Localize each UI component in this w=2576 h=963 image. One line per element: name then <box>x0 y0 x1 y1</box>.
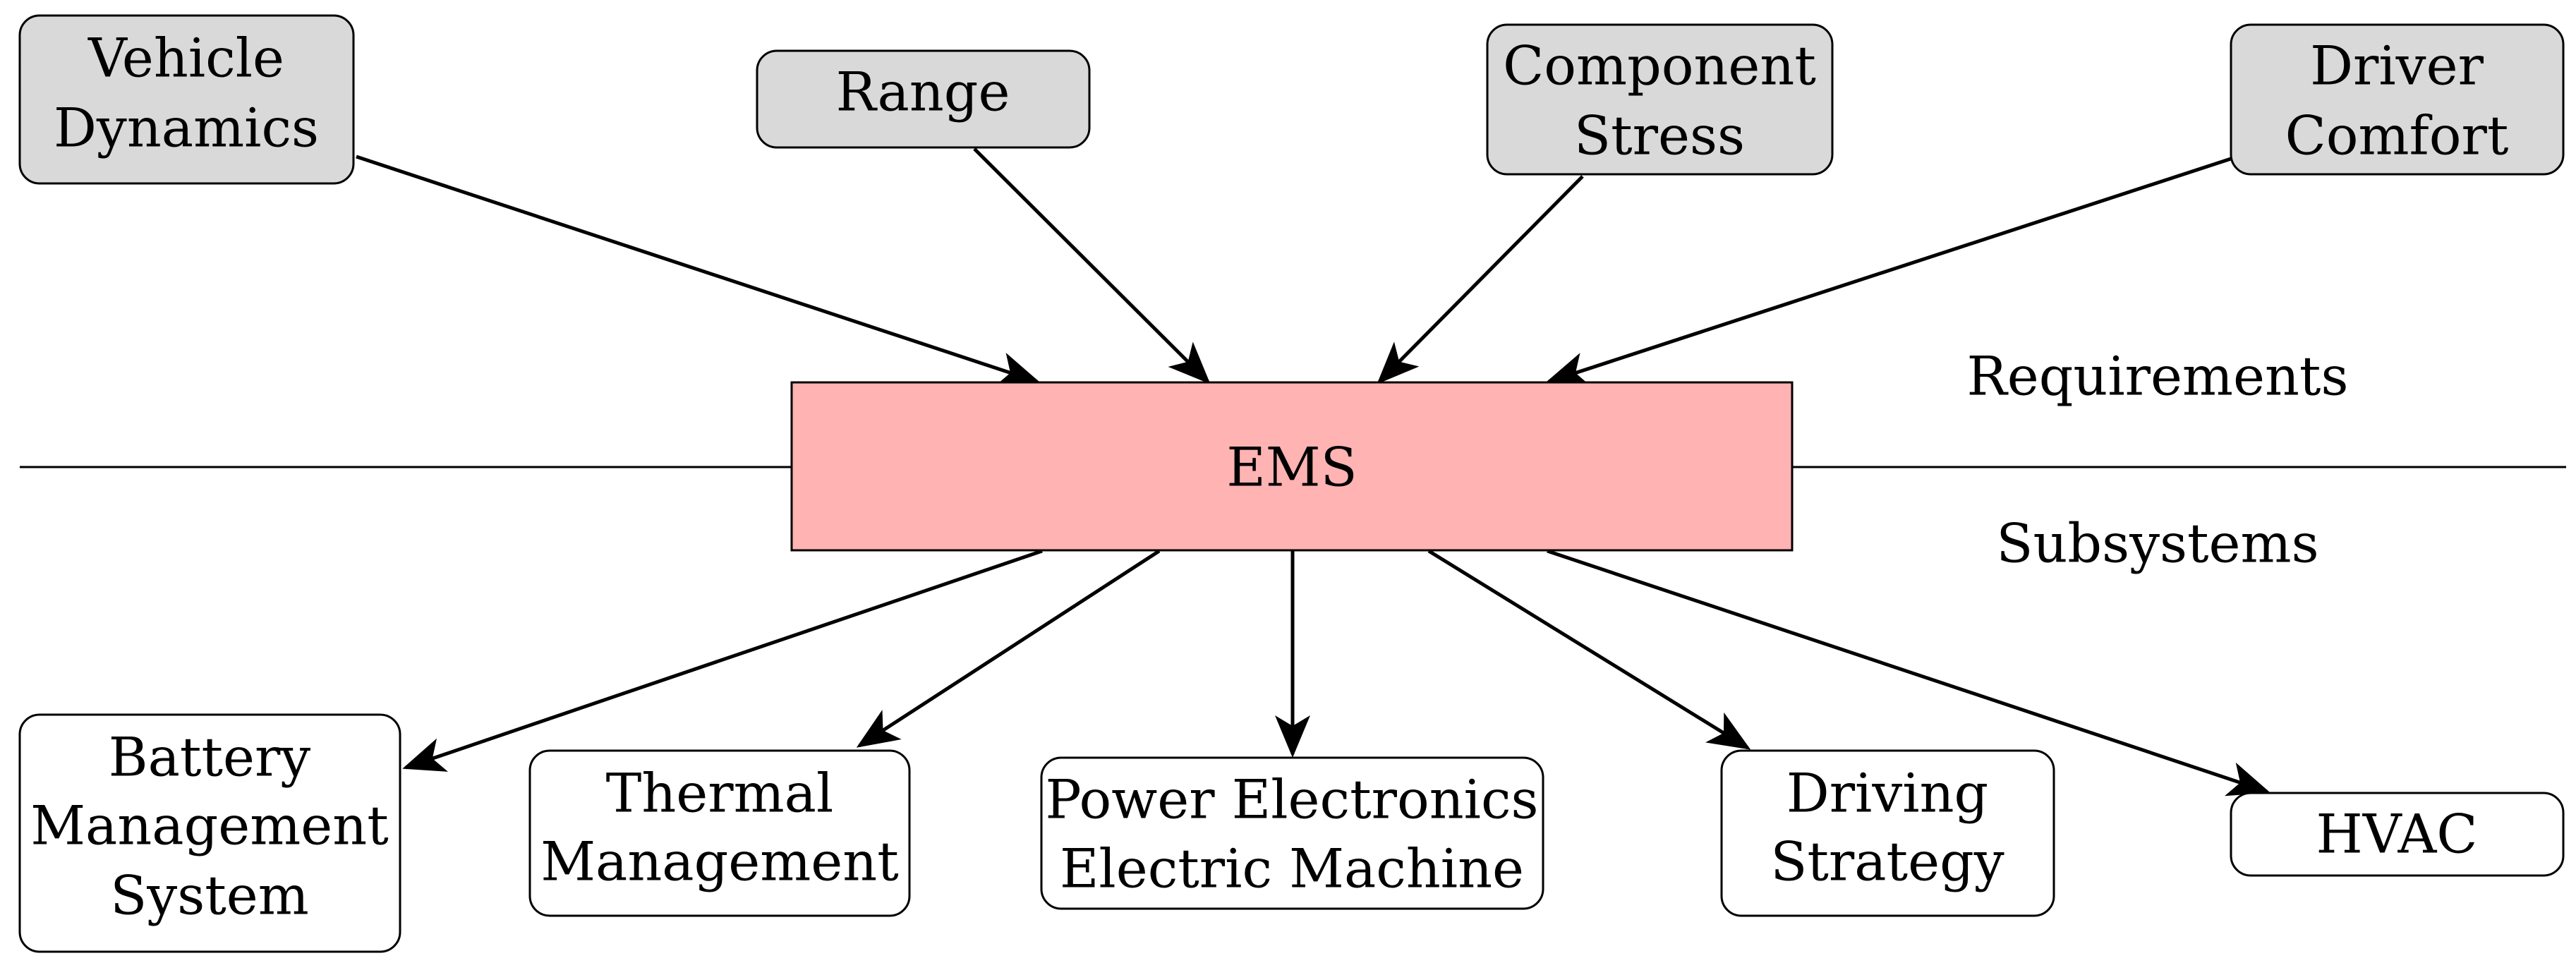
ems-box: EMS <box>790 381 1794 552</box>
subsystem-label-line: Management <box>30 794 389 857</box>
subsystem-label-line: Power Electronics <box>1045 768 1538 831</box>
requirement-label-line: Component <box>1503 35 1816 97</box>
subsystem-box-thermal-management: Thermal Management <box>528 749 911 917</box>
requirement-arrows <box>356 147 2232 387</box>
arrow-component-stress-to-ems <box>1377 175 1584 384</box>
requirement-label-line: Comfort <box>2285 104 2509 167</box>
subsystem-box-driving-strategy: Driving Strategy <box>1720 749 2055 917</box>
subsystem-label-line: System <box>110 864 309 927</box>
arrow-ems-to-battery-management-system <box>402 549 1043 772</box>
subsystem-label-line: Driving <box>1786 762 1988 825</box>
arrow-ems-to-thermal-management <box>856 549 1161 748</box>
arrow-ems-to-driving-strategy <box>1427 549 1751 750</box>
requirement-box-driver-comfort: Driver Comfort <box>2230 23 2565 176</box>
subsystems-label: Subsystems <box>1996 512 2318 575</box>
requirement-label-line: Driver <box>2310 35 2484 97</box>
requirement-label-line: Stress <box>1574 104 1745 167</box>
subsystem-box-battery-management-system: Battery Management System <box>18 713 401 953</box>
subsystem-box-power-electronics-electric-machine: Power Electronics Electric Machine <box>1040 756 1544 910</box>
requirement-label-line: Vehicle <box>87 27 284 90</box>
arrow-ems-to-hvac <box>1547 549 2270 797</box>
requirement-label-line: Dynamics <box>54 97 319 159</box>
subsystem-label-line: Thermal <box>606 762 834 825</box>
requirements-label: Requirements <box>1967 345 2349 408</box>
subsystem-label-line: HVAC <box>2316 803 2477 866</box>
subsystem-label-line: Strategy <box>1770 830 2004 893</box>
subsystem-label-line: Battery <box>109 726 311 789</box>
subsystem-label-line: Management <box>540 830 899 893</box>
subsystem-arrows <box>402 549 2270 797</box>
requirement-box-vehicle-dynamics: Vehicle Dynamics <box>18 14 355 185</box>
arrow-driver-comfort-to-ems <box>1545 157 2232 387</box>
subsystem-label-line: Electric Machine <box>1060 837 1524 900</box>
subsystem-box-hvac: HVAC <box>2230 792 2565 877</box>
requirement-label-line: Range <box>836 61 1010 123</box>
requirement-box-component-stress: Component Stress <box>1486 23 1834 176</box>
requirement-box-range: Range <box>756 49 1091 149</box>
arrow-vehicle-dynamics-to-ems <box>356 155 1041 387</box>
arrow-range-to-ems <box>973 147 1211 384</box>
ems-label: EMS <box>1226 436 1357 499</box>
